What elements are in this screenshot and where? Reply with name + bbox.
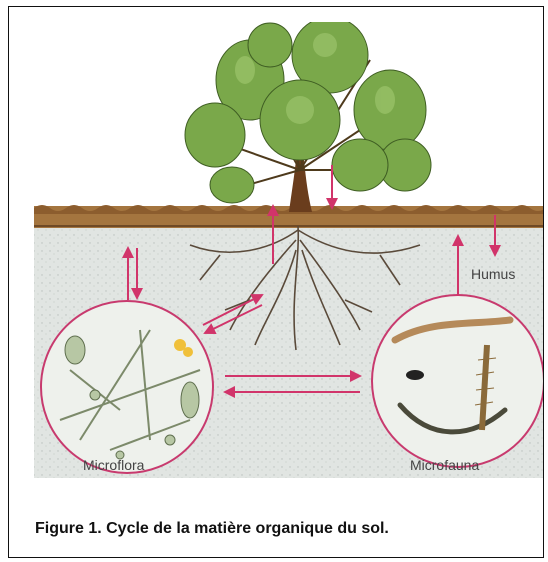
litter-layer bbox=[34, 205, 543, 228]
microfauna-circle bbox=[372, 295, 543, 467]
humus-label: Humus bbox=[471, 266, 515, 282]
soil-cycle-illustration bbox=[29, 22, 543, 484]
tree bbox=[185, 22, 431, 212]
figure-caption: Figure 1. Cycle de la matière organique … bbox=[35, 520, 389, 538]
microflora-label: Microflora bbox=[83, 457, 144, 473]
microfauna-label: Microfauna bbox=[410, 457, 479, 473]
microflora-circle bbox=[41, 301, 213, 473]
